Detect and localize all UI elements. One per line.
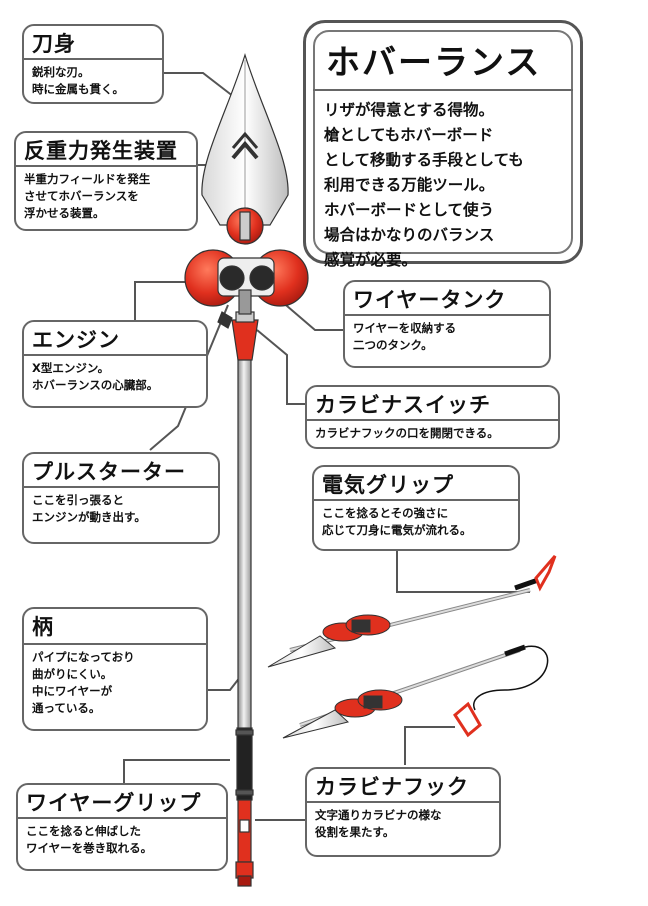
- label-antigrav: 反重力発生装置 半重力フィールドを発生 させてホバーランスを 浮かせる装置。: [14, 131, 198, 231]
- wire-tank-left: [219, 265, 245, 291]
- small-lance-1: [267, 555, 557, 668]
- label-wire-tank: ワイヤータンク ワイヤーを収納する 二つのタンク。: [343, 280, 551, 368]
- label-carabiner-switch: カラビナスイッチ カラビナフックの口を開閉できる。: [305, 385, 560, 449]
- leader-lines: [123, 72, 530, 821]
- label-shaft: 柄 パイプになっており 曲がりにくい。 中にワイヤーが 通っている。: [22, 607, 208, 731]
- label-pull-starter: プルスターター ここを引っ張ると エンジンが動き出す。: [22, 452, 220, 544]
- main-info-card: ホバーランス リザが得意とする得物。 槍としてもホバーボード として移動する手段…: [303, 20, 583, 269]
- wire-tank-right: [249, 265, 275, 291]
- label-wire-grip: ワイヤーグリップ ここを捻ると伸ばした ワイヤーを巻き取れる。: [16, 783, 228, 871]
- main-title: ホバーランス: [326, 43, 542, 83]
- main-description: リザが得意とする得物。 槍としてもホバーボード として移動する手段としても 利用…: [324, 101, 524, 269]
- main-lance: [184, 52, 309, 887]
- lance-shaft: [237, 339, 252, 731]
- label-engine: エンジン X型エンジン。 ホバーランスの心臓部。: [22, 320, 208, 408]
- label-carabiner-hook: カラビナフック 文字通りカラビナの様な 役割を果たす。: [305, 767, 501, 857]
- wire-grip-body: [236, 727, 253, 801]
- label-electric-grip: 電気グリップ ここを捻るとその強さに 応じて刀身に電気が流れる。: [312, 465, 520, 551]
- label-blade: 刀身 鋭利な刃。 時に金属も貫く。: [22, 24, 164, 104]
- small-lance-2: [282, 644, 549, 739]
